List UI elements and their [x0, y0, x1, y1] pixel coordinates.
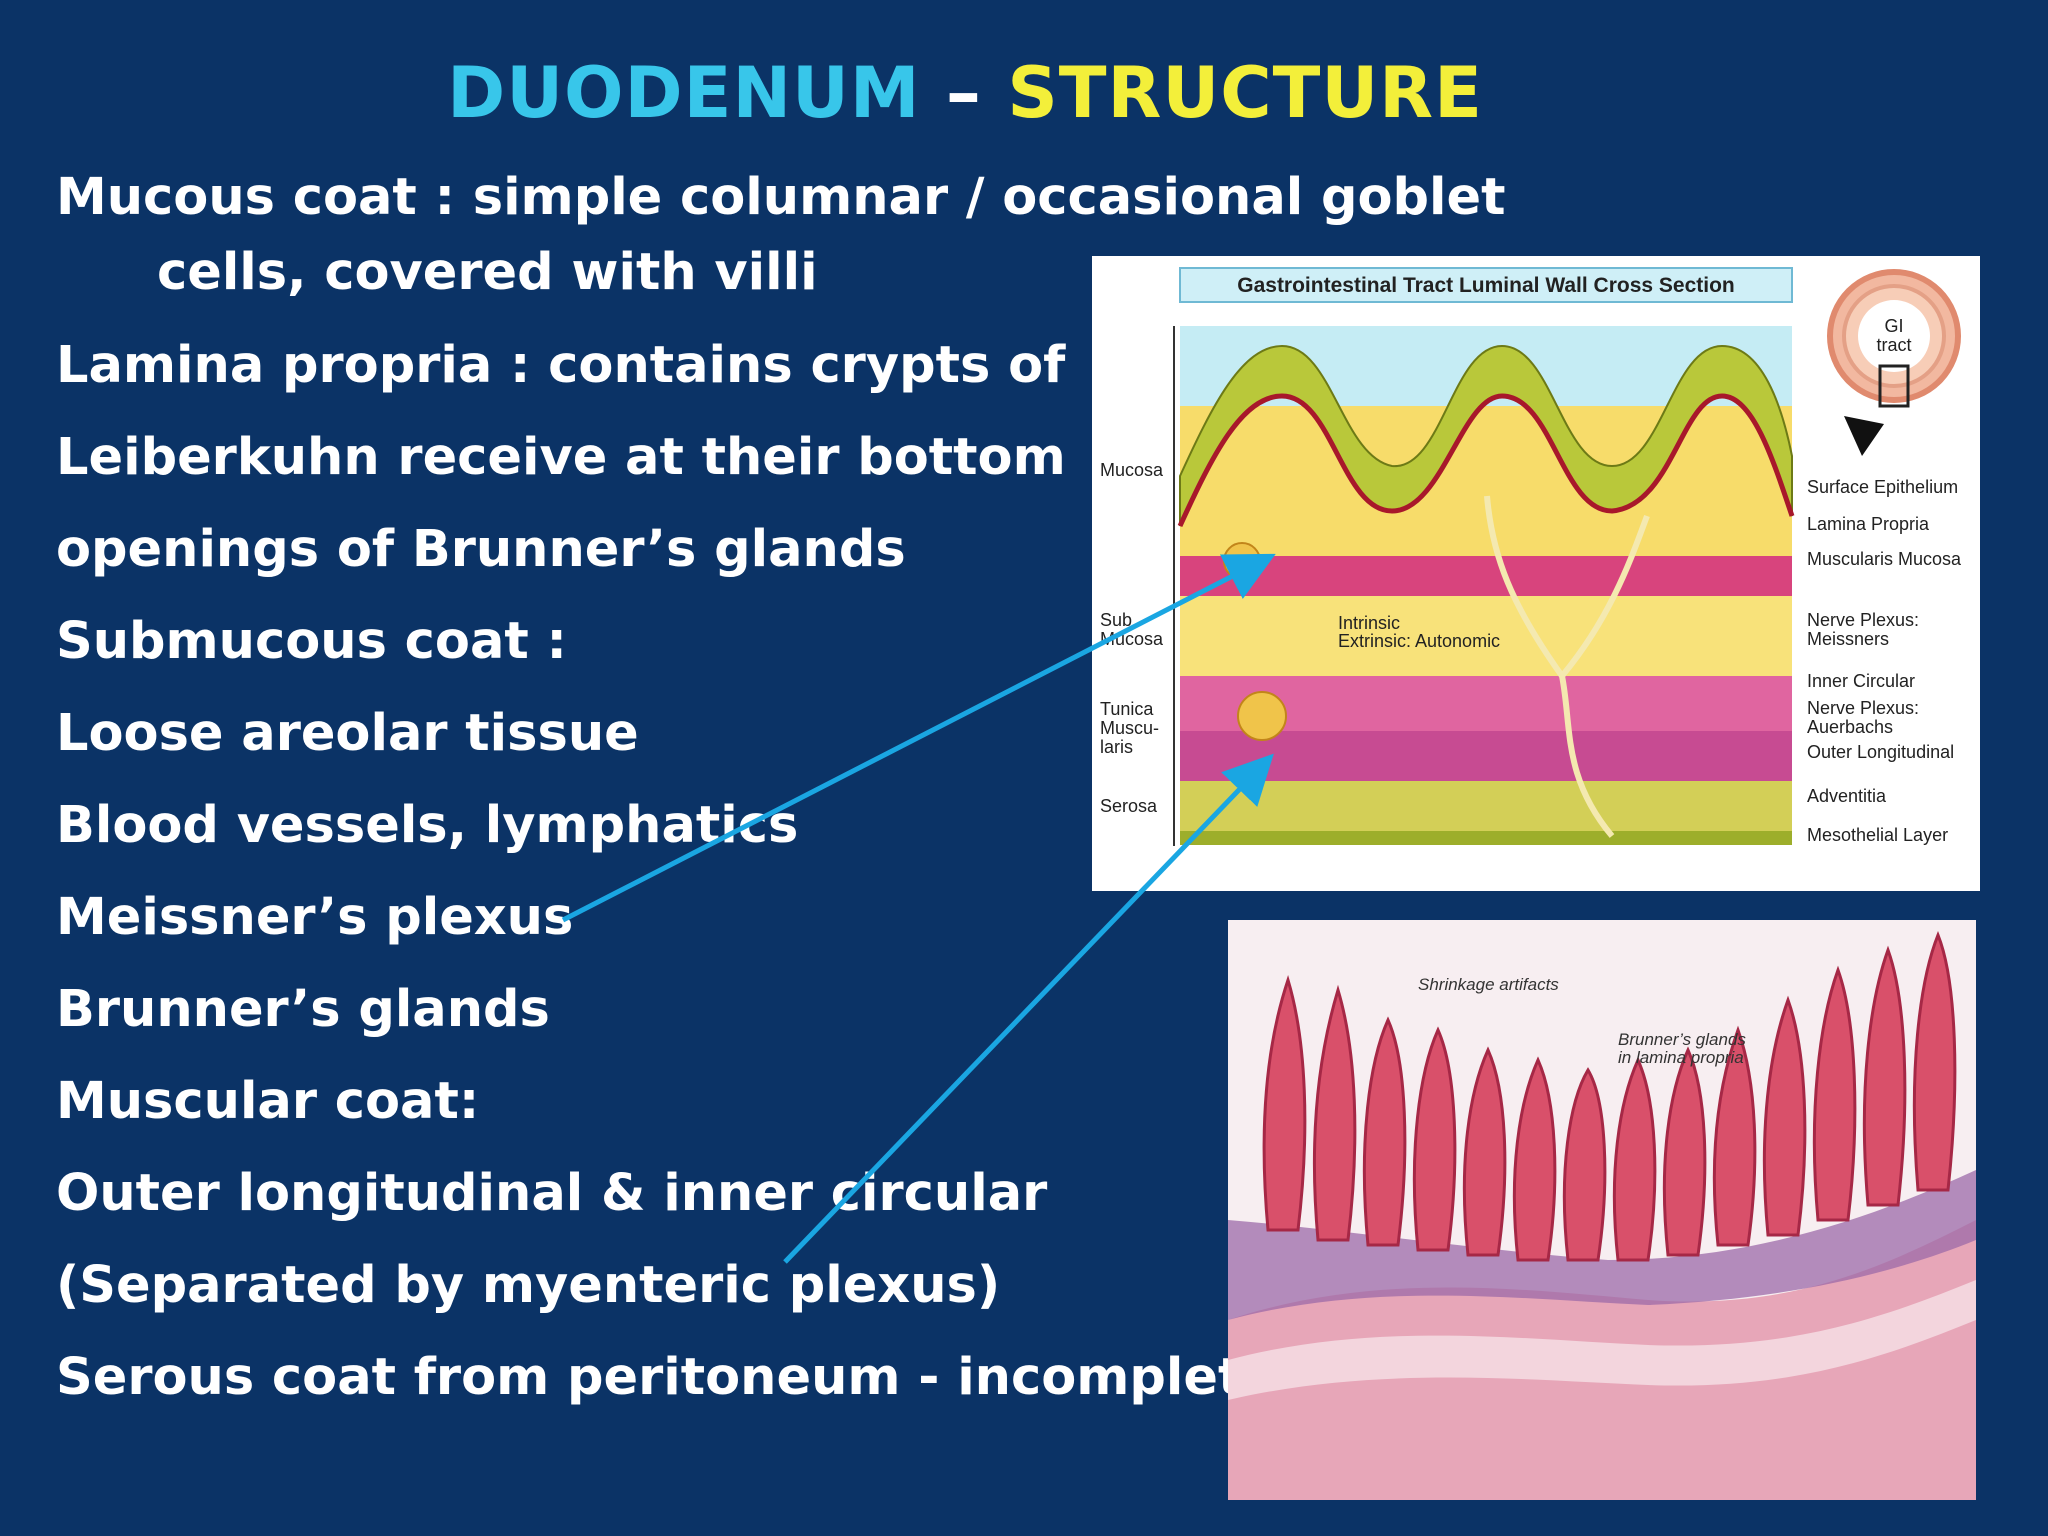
auerbachs-plexus-ganglion	[1237, 691, 1287, 741]
label-outer-longitudinal: Outer Longitudinal	[1807, 742, 1954, 762]
bullet-line: Outer longitudinal & inner circular	[56, 1164, 1048, 1223]
label-mucosa: Mucosa	[1100, 460, 1164, 480]
duodenum-micrograph: Shrinkage artifacts Brunner’s glands in …	[1228, 920, 1976, 1500]
diagram-title-box	[1179, 267, 1793, 303]
gi-wall-diagram: Gastrointestinal Tract Luminal Wall Cros…	[1092, 256, 1980, 891]
label-surface-epithelium: Surface Epithelium	[1807, 477, 1958, 497]
label-brunners-glands: in lamina propria	[1618, 1048, 1744, 1067]
gi-wall-diagram-svg: Gastrointestinal Tract Luminal Wall Cros…	[1100, 267, 1962, 846]
bullet-line: Lamina propria : contains crypts of	[56, 336, 1066, 395]
brunners-glands-layer	[1228, 1170, 1976, 1320]
meissners-plexus-ganglion	[1223, 542, 1261, 580]
diagram-title: Gastrointestinal Tract Luminal Wall Cros…	[1237, 274, 1735, 297]
bullet-line: Leiberkuhn receive at their bottom	[56, 428, 1066, 487]
bullet-line: (Separated by myenteric plexus)	[56, 1256, 1001, 1315]
gi-label: GI	[1884, 316, 1903, 336]
label-brunners-glands: Brunner’s glands	[1618, 1030, 1746, 1049]
muscularis-mucosa	[1180, 556, 1792, 596]
basement-membrane	[1177, 393, 1795, 528]
label-submucosa: Mucosa	[1100, 629, 1164, 649]
tract-label: tract	[1876, 335, 1911, 355]
label-tunica-muscularis: laris	[1100, 737, 1133, 757]
outer-longitudinal-muscle	[1180, 731, 1792, 781]
gi-tract-lumen	[1858, 300, 1930, 372]
duodenum-micrograph-svg: Shrinkage artifacts Brunner’s glands in …	[1228, 920, 1976, 1500]
label-tunica-muscularis: Tunica	[1100, 699, 1154, 719]
bullet-line: Muscular coat:	[56, 1072, 480, 1131]
serosa-layer	[1180, 781, 1792, 831]
bullet-line: Brunner’s glands	[56, 980, 550, 1039]
label-submucosa: Sub	[1100, 610, 1132, 630]
label-serosa: Serosa	[1100, 796, 1158, 816]
villi	[1262, 930, 1957, 1262]
submucosa-layer	[1180, 596, 1792, 676]
label-mesothelial-layer: Mesothelial Layer	[1807, 825, 1948, 845]
label-shrinkage-artifacts: Shrinkage artifacts	[1418, 975, 1559, 994]
inset-arrow-icon	[1844, 416, 1884, 456]
label-adventitia: Adventitia	[1807, 786, 1887, 806]
inset-highlight-box	[1878, 364, 1910, 408]
bullet-line: Submucous coat :	[56, 612, 567, 671]
bullet-line: Loose areolar tissue	[56, 704, 639, 763]
label-inner-circular: Inner Circular	[1807, 671, 1915, 691]
bullet-line: openings of Brunner’s glands	[56, 520, 906, 579]
bullet-line: cells, covered with villi	[157, 243, 818, 302]
bullet-line: Serous coat from peritoneum - incomplete	[56, 1348, 1277, 1407]
label-nerve-plexus-meissners: Nerve Plexus:	[1807, 610, 1919, 630]
label-muscularis-mucosa: Muscularis Mucosa	[1807, 549, 1962, 569]
nerve-fiber	[1559, 514, 1650, 678]
bullet-line: Mucous coat : simple columnar / occasion…	[56, 168, 1506, 227]
label-intrinsic: Intrinsic	[1338, 613, 1400, 633]
label-nerve-plexus-meissners: Meissners	[1807, 629, 1889, 649]
title-dash: –	[920, 52, 1008, 134]
bullet-line: Blood vessels, lymphatics	[56, 796, 799, 855]
label-extrinsic: Extrinsic: Autonomic	[1338, 631, 1500, 651]
label-nerve-plexus-auerbachs: Auerbachs	[1807, 717, 1893, 737]
title-part-duodenum: DUODENUM	[447, 52, 921, 134]
mesothelial-layer	[1180, 831, 1792, 845]
label-lamina-propria: Lamina Propria	[1807, 514, 1930, 534]
bullet-line: Meissner’s plexus	[56, 888, 574, 947]
submucosa-band	[1228, 1280, 1976, 1400]
label-tunica-muscularis: Muscu-	[1100, 718, 1159, 738]
label-nerve-plexus-auerbachs: Nerve Plexus:	[1807, 698, 1919, 718]
title-part-structure: STRUCTURE	[1007, 52, 1483, 134]
slide-title: DUODENUM – STRUCTURE	[0, 52, 1930, 134]
